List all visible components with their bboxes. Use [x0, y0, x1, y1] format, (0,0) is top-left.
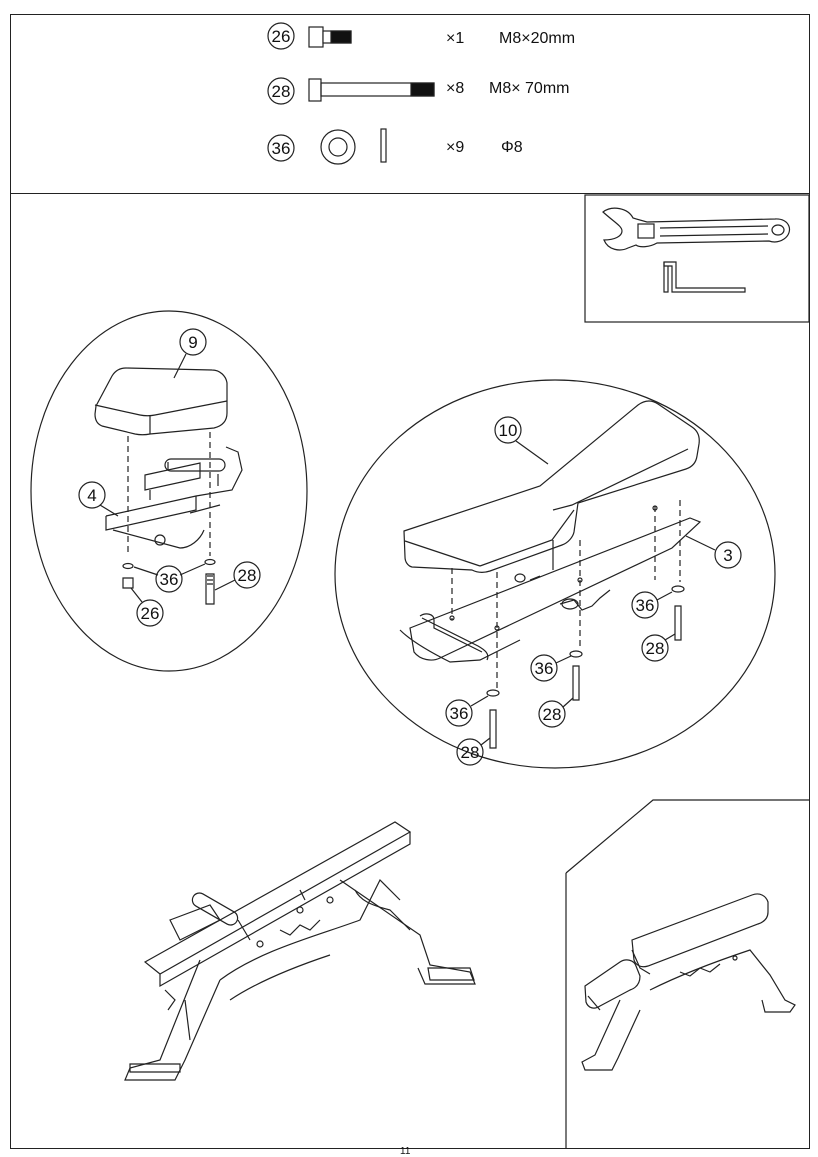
- completed-bench: [581, 893, 796, 1071]
- callout-label: 3: [723, 546, 732, 565]
- callout-28-seat: 28: [214, 561, 261, 591]
- callout-label: 28: [238, 566, 257, 585]
- allen-key-icon: [663, 261, 746, 293]
- back-hardware: [486, 585, 685, 749]
- back-frame-detail: [399, 505, 702, 663]
- callout-label: 9: [188, 333, 197, 352]
- callout-26: 26: [130, 587, 164, 627]
- parts-spec: Φ8: [501, 139, 523, 156]
- seat-hardware: [122, 558, 216, 605]
- callout-label: 4: [87, 486, 96, 505]
- back-pad: [403, 400, 700, 573]
- callout-3: 3: [685, 535, 742, 569]
- callout-label: 36: [160, 570, 179, 589]
- header-divider: [10, 193, 810, 194]
- washer-icon: [320, 128, 387, 165]
- callout-label: 36: [636, 596, 655, 615]
- inset-border: [565, 799, 810, 874]
- callout-label: 28: [646, 639, 665, 658]
- tools-box: [584, 194, 810, 323]
- parts-qty: ×1: [446, 30, 465, 47]
- callout-36-back-c: 36: [445, 695, 489, 727]
- callout-label: 36: [535, 659, 554, 678]
- seat-detail-ellipse: [30, 310, 308, 672]
- bolt-short-icon: [308, 26, 352, 48]
- parts-spec: M8×20mm: [499, 30, 576, 47]
- back-guide-lines: [451, 500, 681, 688]
- seat-frame-detail: [105, 446, 243, 549]
- parts-qty: ×9: [446, 139, 465, 156]
- callout-label: 28: [543, 705, 562, 724]
- wrench-icon: [602, 207, 791, 251]
- callout-label: 28: [461, 743, 480, 762]
- part-ref-26: 26: [267, 22, 295, 50]
- part-ref-28: 28: [267, 77, 295, 105]
- parts-row-28: ×8 M8× 70mm: [0, 72, 818, 106]
- callout-label: 36: [450, 704, 469, 723]
- part-ref-36: 36: [267, 134, 295, 162]
- callout-9: 9: [173, 328, 207, 379]
- part-ref-label: 28: [272, 82, 291, 101]
- callout-28-back-a: 28: [641, 633, 676, 662]
- callout-label: 26: [141, 604, 160, 623]
- page-number: 11: [400, 1146, 411, 1157]
- part-ref-label: 36: [272, 139, 291, 158]
- callout-36-back-b: 36: [530, 654, 572, 682]
- parts-row-26: ×1 M8×20mm: [0, 22, 818, 56]
- callout-36-seat: 36: [133, 563, 206, 593]
- callout-label: 10: [499, 421, 518, 440]
- bolt-long-icon: [308, 78, 435, 102]
- page-frame: [10, 14, 810, 1149]
- parts-qty: ×8: [446, 80, 465, 97]
- bench-frame: [124, 821, 476, 1081]
- callout-36-back-a: 36: [631, 591, 673, 619]
- seat-pad: [94, 367, 228, 436]
- parts-spec: M8× 70mm: [489, 80, 570, 97]
- callout-28-back-b: 28: [538, 697, 574, 728]
- part-ref-label: 26: [272, 27, 291, 46]
- parts-row-36: ×9 Φ8: [0, 131, 818, 165]
- callout-4: 4: [78, 481, 119, 517]
- callout-28-back-c: 28: [456, 737, 491, 766]
- back-detail-ellipse: [334, 379, 776, 769]
- callout-10: 10: [494, 416, 549, 465]
